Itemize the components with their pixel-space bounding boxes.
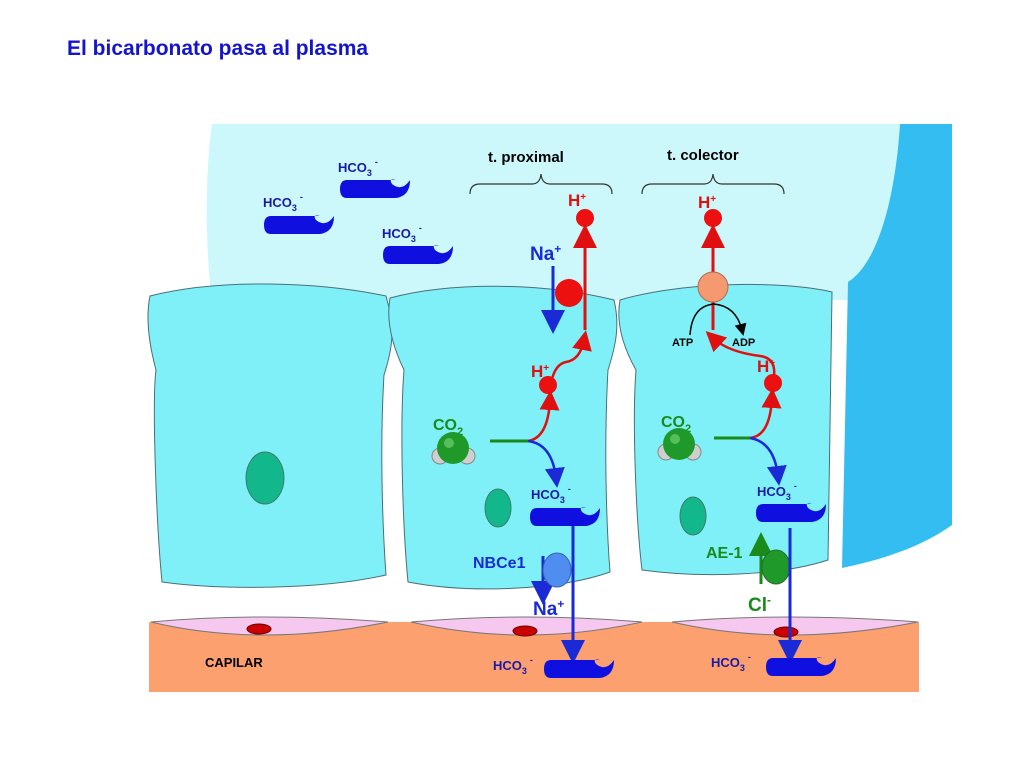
hco3-blood-collector: HCO3- [711, 652, 836, 676]
slide-title: El bicarbonato pasa al plasma [67, 37, 368, 60]
hco3-blood-proximal: HCO3- [493, 655, 614, 678]
endothelial-cell-3 [671, 616, 919, 636]
svg-text:HCO3-: HCO3- [757, 481, 797, 502]
svg-text:HCO3-: HCO3- [382, 223, 422, 244]
tubule-wall [842, 124, 952, 568]
svg-text:HCO3-: HCO3- [493, 655, 533, 676]
reaction-to-h-proximal [527, 390, 560, 443]
svg-text:HCO3-: HCO3- [711, 652, 751, 673]
na-ion-blood-label: Na+ [533, 597, 564, 620]
h-atpase-pump [697, 271, 729, 303]
h-cytosol-path-collector [705, 331, 776, 377]
red-blood-cell-1 [246, 623, 272, 635]
t-colector-label: t. colector [667, 147, 739, 164]
h-ion-lumen-collector-label: H+ [698, 193, 716, 212]
co2-molecule-proximal [431, 432, 476, 465]
h-ion-cell-proximal-label: H+ [531, 362, 549, 381]
co2-molecule-collector [657, 428, 702, 461]
red-blood-cell-3 [773, 626, 799, 638]
tubular-cell-collector [618, 283, 833, 576]
h-ion-cell-collector [764, 374, 782, 392]
nucleus-collector [679, 496, 707, 536]
h-ion-lumen-proximal [576, 209, 594, 227]
svg-text:HCO3-: HCO3- [338, 157, 378, 178]
ae1-label: AE-1 [706, 545, 743, 562]
co2-label-proximal: CO2 [433, 417, 463, 438]
hco3-cell-collector: HCO3- [756, 481, 826, 522]
t-proximal-label: t. proximal [488, 149, 564, 166]
atp-hydrolysis-arrow [689, 303, 747, 336]
capillary-label: CAPILAR [205, 655, 263, 670]
tubular-cell-left [147, 283, 393, 588]
tubular-cell-proximal [388, 285, 618, 590]
adp-label: ADP [732, 337, 755, 349]
t-proximal-brace [469, 173, 613, 195]
h-ion-lumen-proximal-label: H+ [568, 191, 586, 210]
ae1-exchanger [761, 549, 791, 585]
hco3-lumen-3: HCO3- [382, 223, 453, 264]
reaction-to-hco3-proximal [527, 439, 565, 488]
atp-label: ATP [672, 337, 693, 349]
svg-text:HCO3-: HCO3- [263, 192, 303, 213]
nucleus-proximal [484, 488, 512, 528]
reaction-to-h-collector [749, 388, 782, 440]
hco3-lumen-1: HCO3- [338, 157, 410, 198]
cl-ion-label: Cl- [748, 593, 771, 616]
reaction-to-hco3-collector [749, 436, 787, 486]
t-colector-brace [641, 173, 785, 195]
red-blood-cell-2 [512, 625, 538, 637]
nhe3-exchanger [555, 279, 583, 307]
hco3-lumen-2: HCO3- [263, 192, 334, 234]
nbce1-transporter [542, 552, 572, 588]
co2-label-collector: CO2 [661, 414, 691, 435]
na-ion-lumen-label: Na+ [530, 242, 561, 265]
h-ion-cell-collector-label: H+ [757, 357, 775, 376]
svg-text:HCO3-: HCO3- [531, 484, 571, 505]
nucleus-left [245, 451, 285, 505]
hco3-cell-proximal: HCO3- [530, 484, 600, 526]
h-ion-lumen-collector [704, 209, 722, 227]
h-ion-cell-proximal [539, 376, 557, 394]
nbce1-label: NBCe1 [473, 555, 526, 572]
